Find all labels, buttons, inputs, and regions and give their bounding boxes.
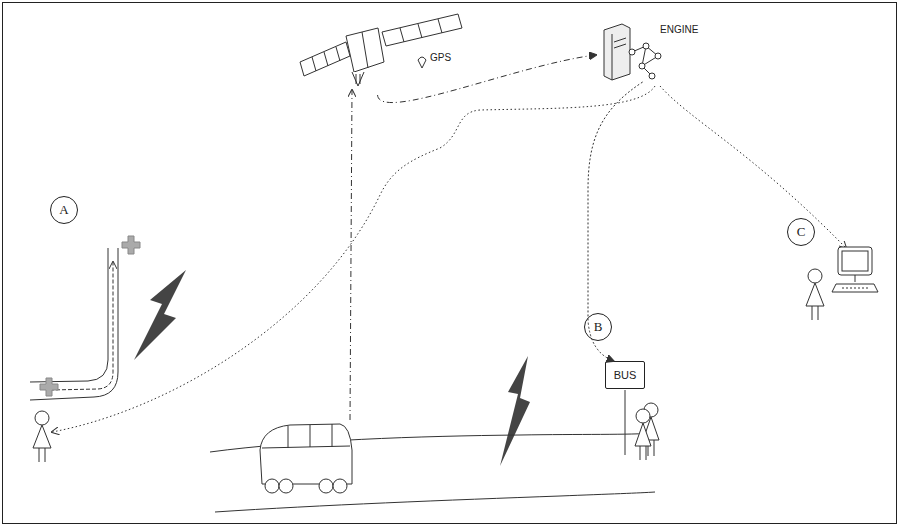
person-leg bbox=[818, 306, 819, 320]
route-arrow bbox=[50, 262, 113, 390]
monitor-stand bbox=[855, 275, 856, 282]
frame bbox=[3, 3, 897, 524]
screen bbox=[842, 251, 868, 271]
panel-line bbox=[400, 28, 404, 42]
node-label: ENGINE bbox=[660, 24, 698, 35]
person-head bbox=[35, 411, 49, 425]
person-leg bbox=[45, 448, 46, 462]
lightning-bolt bbox=[134, 270, 186, 360]
node-label: C bbox=[797, 224, 806, 240]
antenna bbox=[356, 74, 357, 84]
net-node bbox=[629, 49, 635, 55]
server-box bbox=[604, 24, 630, 80]
satellite-body bbox=[346, 28, 384, 72]
callout-circle: A bbox=[50, 196, 78, 224]
person-leg bbox=[812, 306, 813, 320]
broadcast-arrow bbox=[52, 86, 655, 432]
body-line bbox=[362, 32, 368, 68]
panel-line bbox=[312, 57, 316, 71]
broadcast-arrow bbox=[660, 86, 846, 248]
person-head bbox=[808, 269, 822, 283]
bus-window bbox=[262, 446, 350, 448]
server-icon bbox=[604, 24, 661, 80]
keyboard bbox=[832, 284, 878, 292]
node-label: GPS bbox=[430, 52, 451, 63]
bus-body bbox=[260, 424, 352, 484]
net-node bbox=[643, 43, 649, 49]
keyboard-keys bbox=[842, 288, 868, 289]
bus-window bbox=[310, 425, 311, 447]
server-slot bbox=[614, 38, 626, 42]
server-node: ENGINE bbox=[596, 22, 711, 82]
net-node bbox=[655, 53, 661, 59]
solar-panel bbox=[300, 42, 350, 76]
person-body bbox=[635, 423, 651, 446]
bus-wheel bbox=[279, 479, 293, 493]
road-edge bbox=[30, 248, 108, 382]
bus-wheel bbox=[333, 479, 347, 493]
dish bbox=[418, 57, 426, 68]
node-label: B bbox=[594, 319, 603, 335]
bus-window bbox=[332, 424, 333, 447]
position-marker bbox=[122, 236, 140, 254]
person-leg bbox=[646, 446, 647, 460]
panel-line bbox=[418, 24, 422, 38]
person-leg bbox=[640, 446, 641, 460]
person-icon bbox=[33, 411, 51, 462]
panel-line bbox=[324, 52, 328, 66]
bus-icon bbox=[260, 424, 352, 493]
net-node bbox=[639, 63, 645, 69]
satellite-icon bbox=[300, 14, 462, 86]
panel-line bbox=[438, 19, 442, 33]
uplink-arrow bbox=[350, 90, 352, 420]
callout-circle: C bbox=[787, 218, 815, 246]
node-label: A bbox=[59, 202, 68, 218]
monitor bbox=[838, 247, 872, 275]
antenna bbox=[360, 74, 361, 84]
person-body bbox=[33, 425, 51, 448]
signal-arrow bbox=[588, 82, 643, 361]
signal-arrow bbox=[378, 55, 596, 103]
person-leg bbox=[654, 440, 655, 456]
person-body bbox=[806, 283, 824, 306]
antenna bbox=[352, 72, 364, 86]
panel-line bbox=[336, 47, 340, 61]
position-marker bbox=[40, 378, 58, 396]
road-edge bbox=[30, 248, 118, 400]
bus-window bbox=[288, 426, 289, 448]
bus-wheel bbox=[319, 479, 333, 493]
server-slot bbox=[614, 44, 626, 48]
node-label: BUS bbox=[614, 369, 637, 381]
net-node bbox=[649, 73, 655, 79]
server-edge bbox=[612, 34, 613, 80]
person-leg bbox=[39, 448, 40, 462]
waiting-people bbox=[635, 403, 659, 460]
lightning-bolt bbox=[500, 356, 530, 466]
sign-post bbox=[625, 390, 626, 455]
satellite-node: GPS bbox=[300, 10, 470, 95]
bus-wheel bbox=[265, 479, 279, 493]
person-head bbox=[636, 409, 650, 423]
person-computer-icon bbox=[806, 247, 878, 320]
bus-stop-sign: BUS bbox=[605, 361, 645, 389]
solar-panel bbox=[382, 14, 462, 46]
road-edge bbox=[215, 492, 655, 512]
callout-circle: B bbox=[584, 313, 612, 341]
